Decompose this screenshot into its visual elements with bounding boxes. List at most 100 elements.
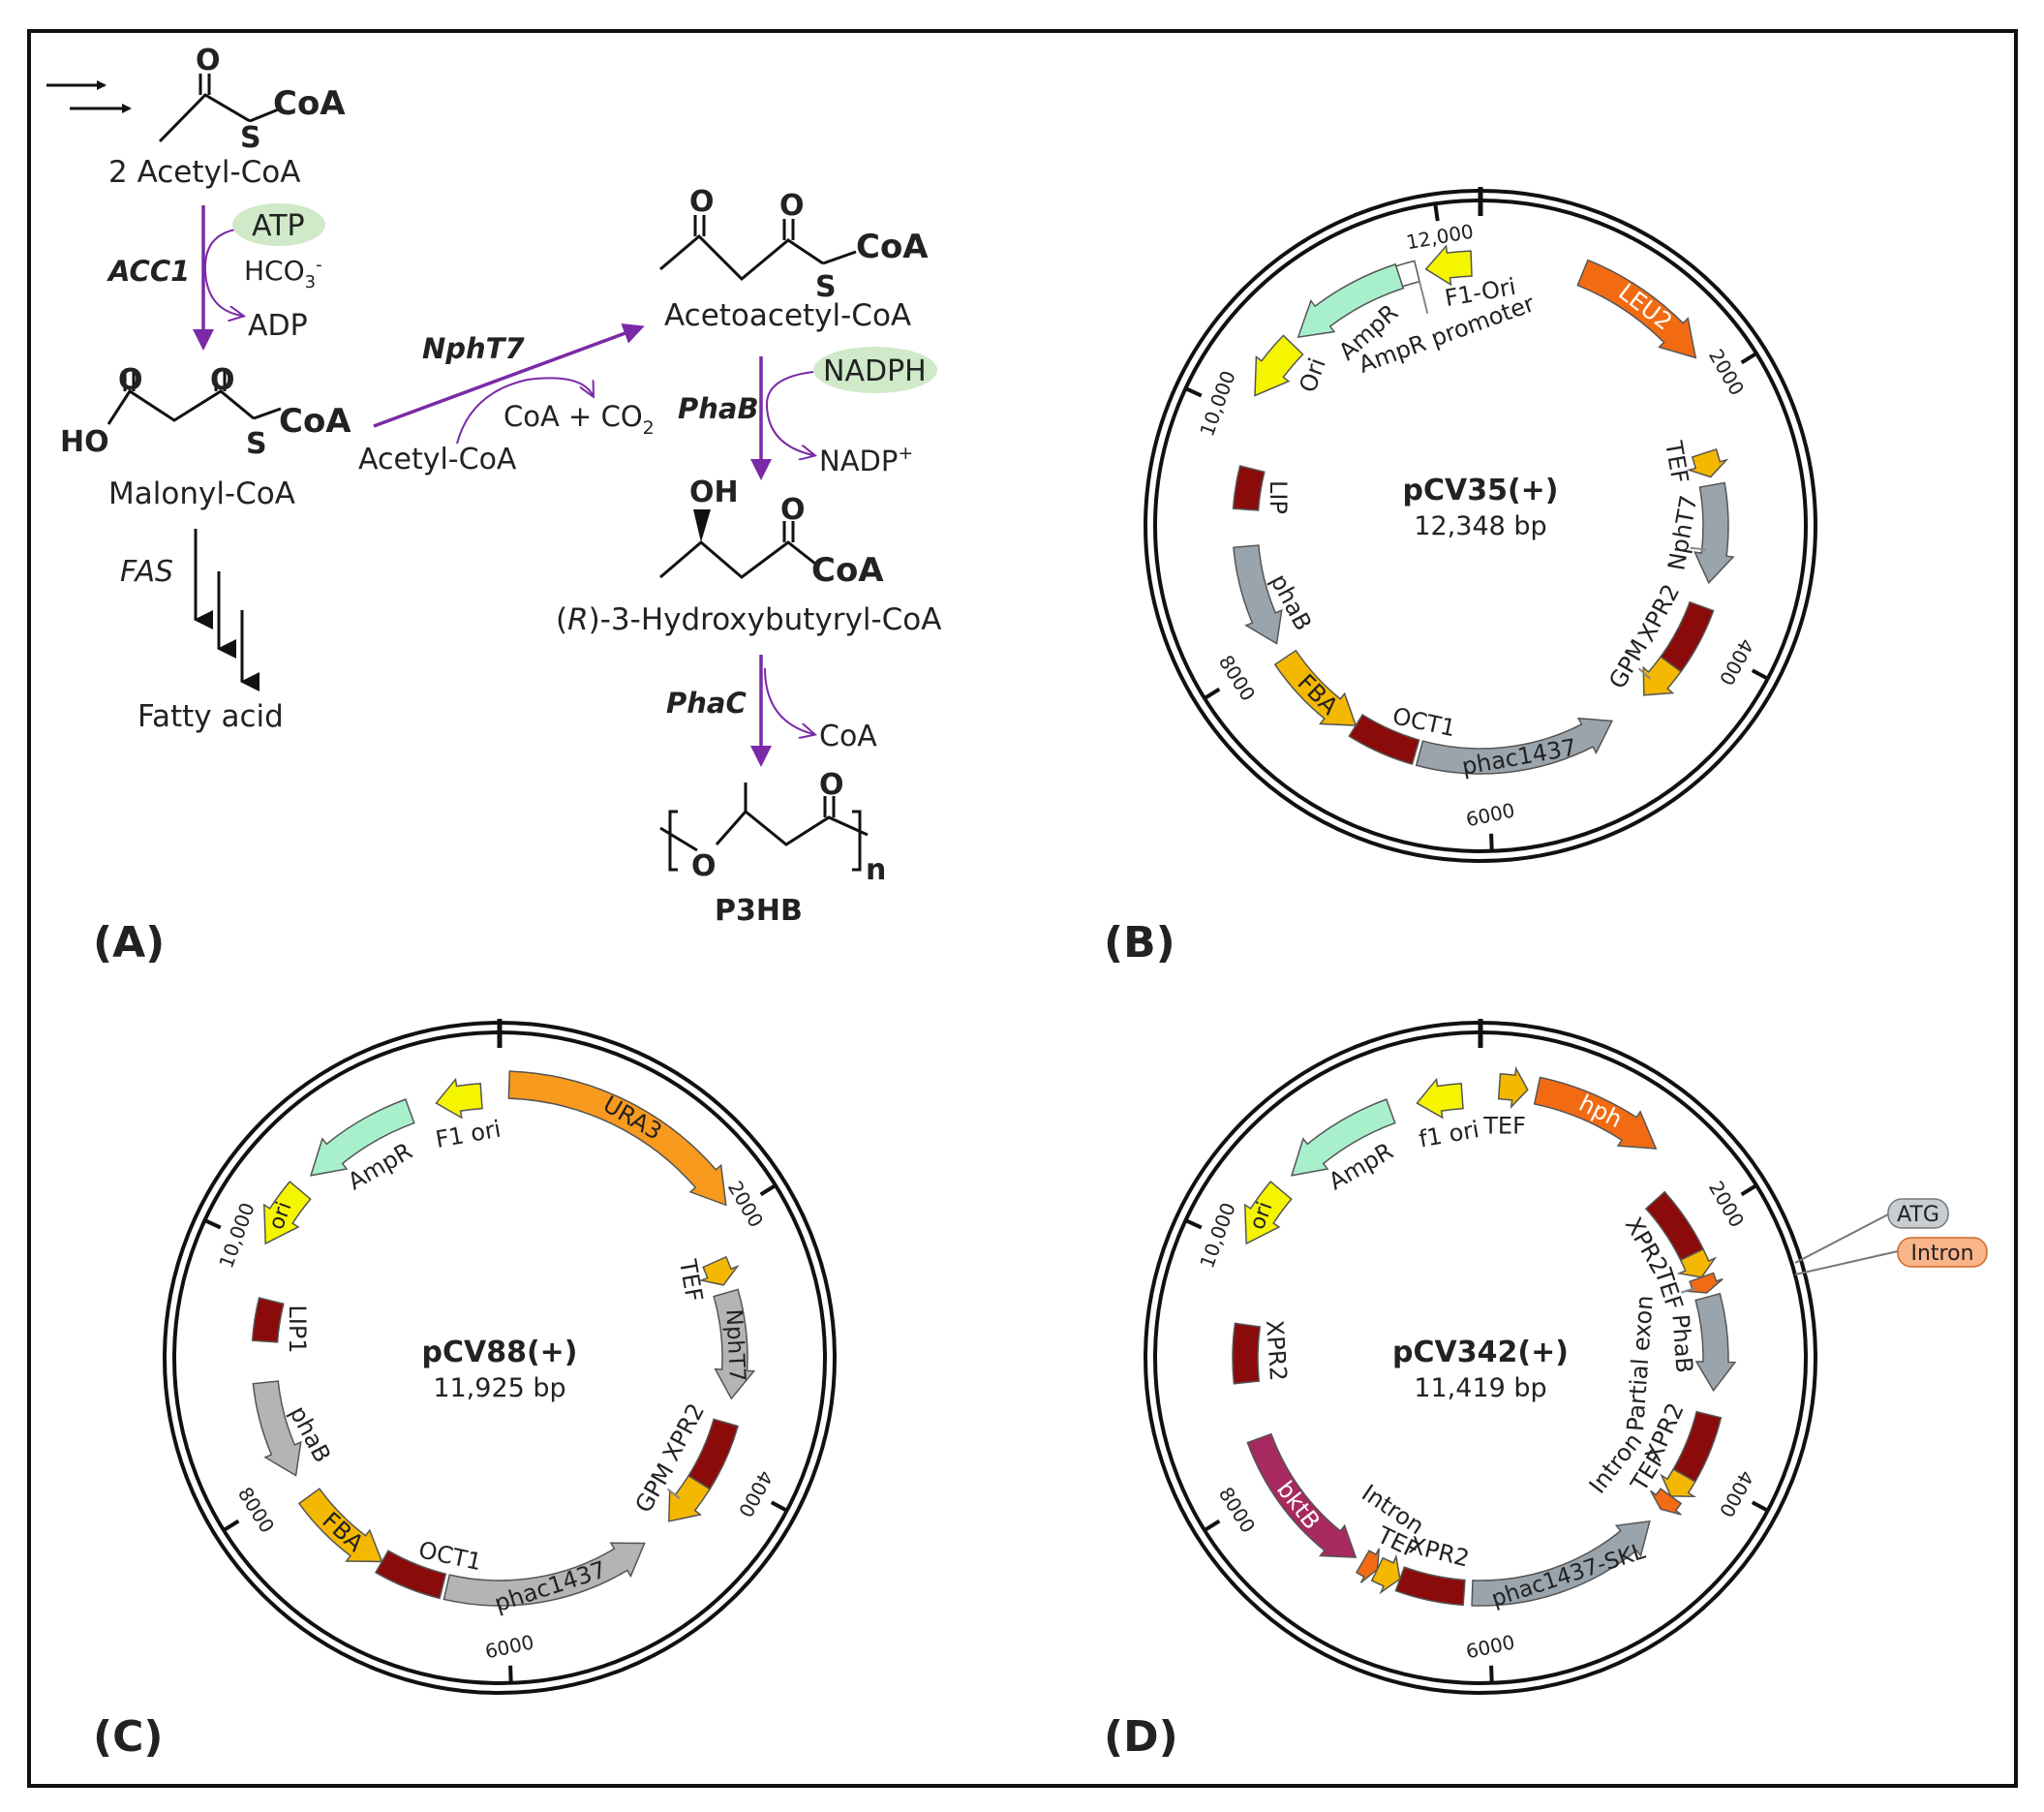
b-feature-phab — [1233, 544, 1283, 645]
b-feature-phac-label: phac1437 — [1460, 734, 1578, 781]
atg-pill — [1887, 1198, 1949, 1229]
b-tick-label: 4000 — [1715, 634, 1758, 689]
d-tick-mark — [1203, 1519, 1221, 1532]
d-feature-teftop — [1497, 1065, 1529, 1110]
label-atp: ATP — [252, 209, 305, 243]
b-tick-mark — [1433, 202, 1440, 222]
plasmid-d-size: 11,419 bp — [1414, 1373, 1546, 1403]
b-tick-label: 12,000 — [1404, 220, 1475, 255]
c-feature-ori — [262, 1181, 312, 1245]
d-tick-mark — [1489, 1665, 1494, 1683]
c-feature-ampr — [309, 1098, 415, 1177]
b-label-ori: Ori — [1294, 354, 1330, 396]
b-tick-mark — [1740, 352, 1758, 365]
plasmid-c-size: 11,925 bp — [433, 1373, 565, 1403]
d-feature-phac — [1471, 1520, 1651, 1607]
panel-label-a: (A) — [93, 918, 165, 967]
b-feature-npht7 — [1693, 481, 1735, 585]
label-nadp: NADP+ — [819, 443, 913, 477]
atom-coa-1: CoA — [273, 84, 346, 123]
d-label-teftop: TEF — [1482, 1112, 1526, 1139]
d-feature-ori — [1243, 1181, 1293, 1245]
label-hco3: HCO3- — [244, 255, 322, 292]
label-coa-out: CoA — [819, 720, 877, 753]
c-feature-gpm — [668, 1474, 712, 1522]
d-label-f1: f1 ori — [1417, 1116, 1480, 1152]
atom-s-3: S — [815, 270, 837, 304]
nadph-oval — [813, 347, 937, 393]
atom-coa-4: CoA — [811, 551, 884, 590]
d-feature-tefc — [1370, 1553, 1401, 1595]
atom-oh: OH — [689, 476, 739, 509]
d-label-xpr2d: XPR2 — [1261, 1319, 1292, 1382]
atom-n: n — [866, 853, 886, 887]
c-feature-phac-label: phac1437 — [491, 1556, 609, 1618]
label-phac-enzyme: PhaC — [666, 687, 747, 720]
c-label-f1: F1 ori — [434, 1116, 503, 1153]
label-malonyl-coa: Malonyl-CoA — [108, 476, 295, 511]
atom-ho: HO — [60, 425, 109, 459]
panel-label-b: (B) — [1104, 918, 1175, 967]
d-tick-label: 4000 — [1715, 1466, 1758, 1520]
d-feature-f1 — [1416, 1077, 1464, 1120]
d-tick-label: 10,000 — [1195, 1200, 1239, 1272]
b-feature-leu2 — [1576, 259, 1697, 359]
c-feature-f1 — [435, 1077, 483, 1120]
atom-coa-2: CoA — [279, 402, 351, 441]
b-tick-mark — [1489, 833, 1494, 851]
d-feature-xpr2d — [1232, 1322, 1262, 1385]
c-label-lip1: LIP1 — [284, 1305, 311, 1353]
acetyl-coa-structure — [158, 74, 282, 143]
c-tick-label: 6000 — [483, 1630, 536, 1663]
b-feature-amprprom — [1394, 260, 1421, 288]
atg-label: ATG — [1897, 1203, 1939, 1227]
c-feature-phac — [442, 1542, 646, 1607]
d-feature-bktb — [1246, 1432, 1358, 1558]
plasmid-c-name: pCV88(+) — [421, 1336, 577, 1369]
label-acc1: ACC1 — [107, 255, 190, 288]
panel-a-pathway: O S CoA 2 Acetyl-CoA ATP ACC1 HCO3- ADP … — [46, 44, 941, 928]
label-hydroxybutyryl: (R)-3-Hydroxybutyryl-CoA — [556, 602, 941, 637]
c-feature-tef — [698, 1255, 740, 1286]
b-tick-label: 8000 — [1214, 651, 1260, 705]
c-tick-label: 2000 — [723, 1177, 768, 1231]
atp-oval — [232, 203, 325, 246]
atom-coa-3: CoA — [856, 228, 929, 266]
c-tick-mark — [203, 1218, 222, 1230]
b-feature-phac — [1415, 717, 1614, 775]
label-2-acetyl-coa: 2 Acetyl-CoA — [108, 155, 300, 190]
atom-o-5: O — [779, 189, 805, 223]
c-tick-mark — [508, 1665, 513, 1683]
atom-o-2: O — [118, 363, 143, 397]
label-npht7: NphT7 — [422, 332, 525, 365]
panel-label-c: (C) — [93, 1712, 164, 1762]
b-label-lip: LIP — [1265, 480, 1292, 514]
intron-pill — [1897, 1237, 1988, 1268]
d-tick-mark — [1740, 1183, 1758, 1197]
c-tick-label: 10,000 — [214, 1200, 259, 1272]
b-leader-npht7 — [1690, 546, 1706, 551]
d-feature-xpr2c — [1394, 1566, 1466, 1607]
d-label-partial: Partial exon — [1622, 1295, 1659, 1432]
label-phab-enzyme: PhaB — [678, 392, 759, 425]
coa-release-curve — [764, 667, 813, 734]
b-tick-label: 10,000 — [1195, 368, 1239, 440]
c-tick-mark — [759, 1183, 778, 1197]
c-feature-lip1 — [251, 1297, 285, 1343]
b-feature-tef — [1686, 447, 1729, 478]
c-feature-ura3 — [507, 1070, 727, 1207]
atom-o-3: O — [210, 363, 235, 397]
d-tick-label: 8000 — [1214, 1483, 1260, 1537]
d-leader-tefa — [1681, 1286, 1696, 1294]
d-feature-tefb — [1660, 1467, 1697, 1498]
label-p3hb: P3HB — [715, 894, 803, 928]
c-tick-mark — [222, 1519, 240, 1532]
intron-label: Intron — [1910, 1242, 1973, 1266]
b-tick-mark — [1751, 668, 1769, 681]
atom-o-1: O — [196, 44, 221, 77]
